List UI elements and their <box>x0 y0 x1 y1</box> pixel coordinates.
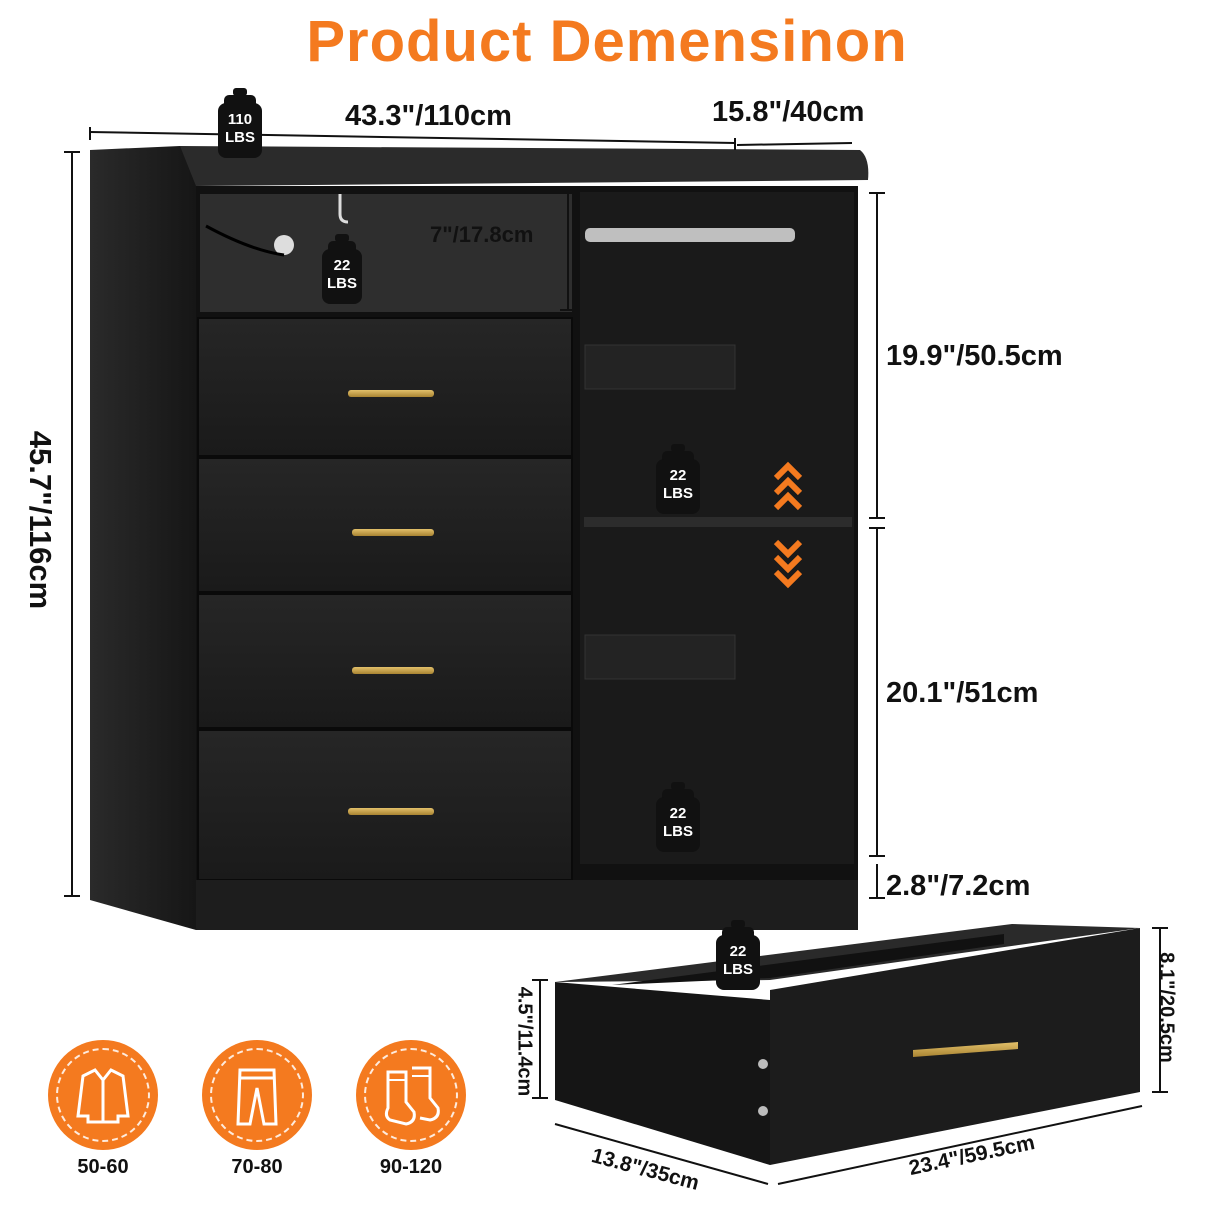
jacket-icon <box>76 1068 130 1124</box>
jacket-capacity-icon <box>48 1040 158 1150</box>
upper-cabinet-label: 19.9"/50.5cm <box>886 340 1063 372</box>
pants-capacity-icon <box>202 1040 312 1150</box>
capacity-label-socks: 90-120 <box>379 1156 443 1178</box>
lower-cabinet-label: 20.1"/51cm <box>886 677 1039 709</box>
socks-icon <box>384 1066 440 1126</box>
depth-label: 15.8"/40cm <box>712 96 865 128</box>
height-label: 45.7"/116cm <box>23 430 58 610</box>
shelf-height-label: 7"/17.8cm <box>430 222 534 247</box>
page-title: Product Demensinon <box>306 9 908 74</box>
capacity-label-pants: 70-80 <box>231 1156 283 1178</box>
socks-capacity-icon <box>356 1040 466 1150</box>
capacity-label-jacket: 50-60 <box>77 1156 129 1178</box>
adjustable-arrows <box>773 461 803 589</box>
drawer-stack <box>197 317 573 881</box>
pants-icon <box>236 1068 278 1126</box>
drawer-height-label: 8.1"/20.5cm <box>1155 952 1178 1063</box>
open-drawer <box>555 924 1140 1165</box>
drawer-inner-height-label: 4.5"/11.4cm <box>513 986 536 1097</box>
base-height-label: 2.8"/7.2cm <box>886 870 1031 902</box>
width-label: 43.3"/110cm <box>345 100 512 132</box>
